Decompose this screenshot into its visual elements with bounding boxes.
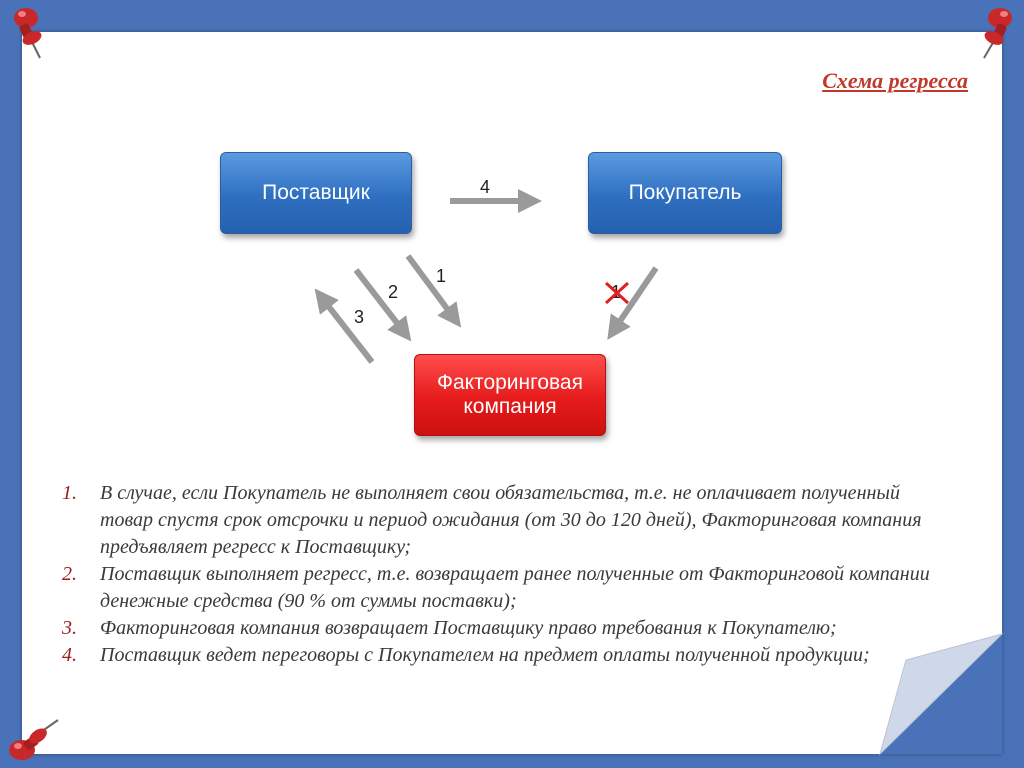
- list-item: 3. Факторинговая компания возвращает Пос…: [62, 615, 942, 642]
- arrow-2-label: 2: [388, 282, 398, 302]
- node-supplier: Поставщик: [220, 152, 412, 234]
- pushpin-icon: [9, 719, 59, 760]
- cross-icon: [604, 281, 630, 305]
- node-factoring-company: Факторинговая компания: [414, 354, 606, 436]
- regress-steps-list: 1. В случае, если Покупатель не выполняе…: [62, 480, 942, 669]
- list-item: 4. Поставщик ведет переговоры с Покупате…: [62, 642, 942, 669]
- list-item-text: Поставщик выполняет регресс, т.е. возвра…: [100, 563, 930, 612]
- list-item: 1. В случае, если Покупатель не выполняе…: [62, 480, 942, 561]
- pushpin-icon: [983, 8, 1012, 59]
- list-marker: 4.: [62, 644, 77, 666]
- list-marker: 1.: [62, 482, 77, 504]
- list-item-text: Поставщик ведет переговоры с Покупателем…: [100, 644, 870, 666]
- node-factor-line2: компания: [463, 395, 557, 418]
- list-item: 2. Поставщик выполняет регресс, т.е. воз…: [62, 561, 942, 615]
- list-item-text: В случае, если Покупатель не выполняет с…: [100, 482, 922, 558]
- node-buyer-label: Покупатель: [628, 181, 742, 204]
- node-factor-line1: Факторинговая: [437, 371, 583, 394]
- arrow-1-label: 1: [436, 266, 446, 286]
- arrow-4-label: 4: [480, 177, 490, 197]
- node-buyer: Покупатель: [588, 152, 782, 234]
- arrow-2: [353, 268, 412, 342]
- arrow-3-label: 3: [354, 307, 364, 327]
- slide-title: Схема регресса: [822, 68, 968, 93]
- arrow-1: [405, 254, 462, 328]
- arrow-buyer-factor: [607, 266, 659, 340]
- list-marker: 2.: [62, 563, 77, 585]
- arrow-3: [314, 288, 375, 364]
- node-supplier-label: Поставщик: [262, 181, 370, 204]
- list-marker: 3.: [62, 617, 77, 639]
- pushpin-icon: [14, 8, 42, 59]
- list-item-text: Факторинговая компания возвращает Постав…: [100, 617, 837, 639]
